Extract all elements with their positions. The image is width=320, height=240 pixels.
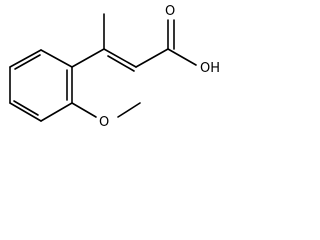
methoxy-oxygen-label: O [99, 115, 109, 130]
chemical-structure-diagram: O OH O [9, 4, 220, 130]
aryl-ether-bond [71, 102, 97, 118]
ring-bond-6 [9, 49, 42, 68]
ring-double-bond-inner-2 [13, 100, 39, 116]
benzene-ring [9, 49, 73, 122]
ring-bond-1 [40, 49, 73, 68]
ring-double-bond-inner-3 [14, 54, 41, 70]
hydroxyl-bond [167, 48, 197, 66]
chain-bond [135, 48, 169, 68]
aryl-bond [71, 48, 105, 68]
alkene-bond [103, 48, 137, 68]
ring-bond-3 [40, 102, 73, 122]
carbonyl-oxygen-label: O [165, 4, 175, 19]
hydroxyl-label: OH [200, 61, 220, 76]
alkene-double-bond [107, 55, 135, 72]
ring-bond-4 [9, 102, 42, 122]
methoxy-bond [117, 102, 141, 118]
